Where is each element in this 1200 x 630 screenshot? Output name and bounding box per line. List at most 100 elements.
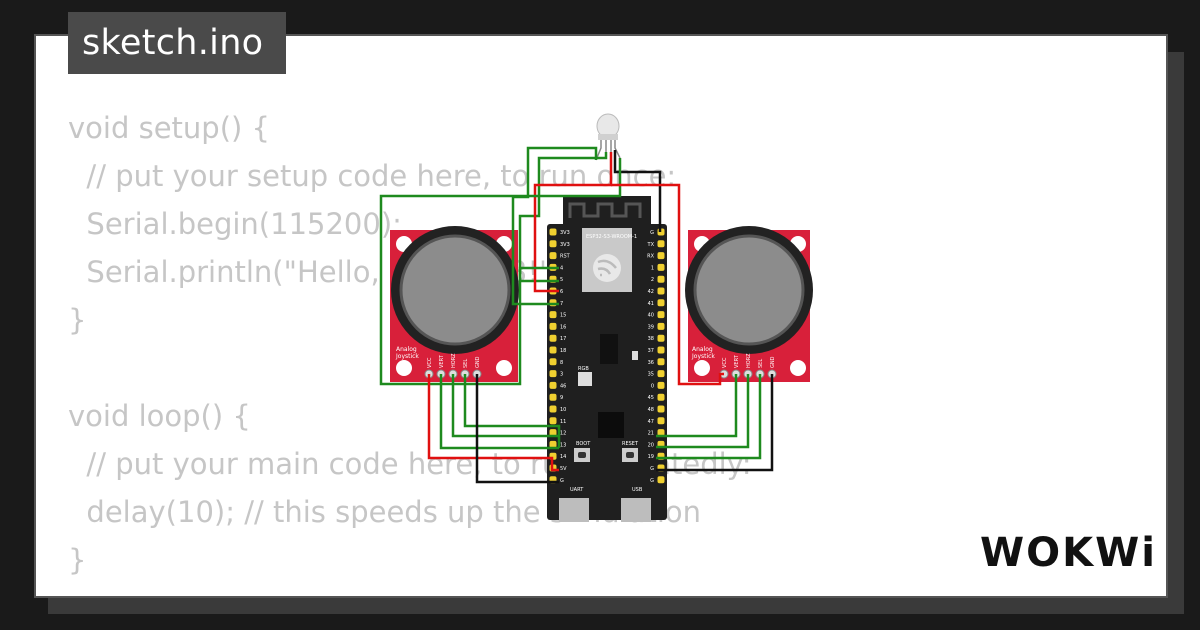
pin-label: 10: [560, 407, 566, 413]
pin-label: 47: [648, 419, 654, 425]
header-pin[interactable]: [549, 334, 557, 342]
header-pin[interactable]: [549, 440, 557, 448]
led-rim: [598, 134, 618, 140]
pin-label: VERT: [734, 354, 740, 368]
joystick-label: Analog: [692, 346, 713, 353]
header-pin[interactable]: [549, 311, 557, 319]
code-line: // put your setup code here, to run once…: [68, 159, 677, 193]
header-pin[interactable]: [657, 346, 665, 354]
wire-red: [533, 152, 613, 293]
header-pin[interactable]: [549, 252, 557, 260]
rgb-led-component[interactable]: [595, 113, 621, 161]
uart-usb-port[interactable]: [559, 498, 589, 522]
header-pin[interactable]: [657, 370, 665, 378]
pin-label: 15: [560, 313, 566, 319]
header-pin[interactable]: [549, 370, 557, 378]
header-pin[interactable]: [657, 322, 665, 330]
usb-port[interactable]: [621, 498, 651, 522]
pin-label: 1: [651, 265, 654, 271]
code-editor[interactable]: void setup() { // put your setup code he…: [68, 104, 752, 584]
wire-green: [379, 158, 622, 386]
file-tab[interactable]: sketch.ino: [68, 12, 286, 74]
header-pin[interactable]: [657, 358, 665, 366]
header-pin[interactable]: [549, 405, 557, 413]
chip: [600, 334, 618, 364]
pin-label: SEL: [758, 359, 764, 368]
boot-label: BOOT: [576, 441, 591, 447]
pin-label: 13: [560, 442, 566, 448]
header-pin[interactable]: [657, 334, 665, 342]
mount-hole: [790, 360, 806, 376]
pin-label: RST: [560, 254, 571, 260]
pin-label: 41: [648, 301, 654, 307]
pin-label: 12: [560, 431, 566, 437]
pin-label: 16: [560, 324, 566, 330]
pin-label: 37: [648, 348, 654, 354]
header-pin[interactable]: [549, 429, 557, 437]
pin-label: GND: [770, 356, 776, 368]
header-pin[interactable]: [657, 275, 665, 283]
pin-label: 17: [560, 336, 566, 342]
header-pin[interactable]: [549, 393, 557, 401]
wire-green: [656, 374, 738, 438]
header-pin[interactable]: [657, 263, 665, 271]
rgb-led: [578, 372, 592, 386]
joystick-left[interactable]: Analog Joystick VCC VERT HORZ SEL GND: [390, 226, 519, 382]
header-pin[interactable]: [657, 311, 665, 319]
uart-label: UART: [570, 487, 584, 493]
pin-label: 38: [648, 336, 654, 342]
pin-label: 36: [648, 360, 654, 366]
header-pin[interactable]: [549, 228, 557, 236]
esp32-s3-board[interactable]: ESP32-S3-WROOM-1 RGB BOOT RESET UART USB…: [547, 196, 667, 522]
reset-label: RESET: [622, 441, 639, 447]
joystick-knob[interactable]: [399, 234, 511, 346]
module-label: ESP32-S3-WROOM-1: [586, 234, 637, 240]
pin-label: 4: [560, 265, 563, 271]
pin-label: G: [650, 230, 654, 236]
pin-label: 21: [648, 431, 654, 437]
header-pin[interactable]: [657, 287, 665, 295]
pin-label: 3V3: [560, 230, 570, 236]
pin-label: G: [560, 478, 564, 484]
usb-chip: [598, 412, 624, 438]
pin-label: 2: [651, 277, 654, 283]
antenna-trace: [568, 202, 642, 218]
header-pin[interactable]: [657, 252, 665, 260]
pin-label: 3: [560, 372, 563, 378]
joystick-label: Joystick: [395, 353, 419, 360]
wire-green: [656, 374, 750, 449]
code-line: void loop() {: [68, 399, 251, 433]
header-pin[interactable]: [657, 429, 665, 437]
wire-red: [611, 183, 724, 386]
header-pin[interactable]: [657, 476, 665, 484]
pin-label: 9: [560, 395, 563, 401]
joystick-knob[interactable]: [693, 234, 805, 346]
header-pin[interactable]: [549, 417, 557, 425]
header-pin[interactable]: [549, 322, 557, 330]
header-pin[interactable]: [549, 358, 557, 366]
joystick-right[interactable]: Analog Joystick VCC VERT HORZ SEL GND: [685, 226, 813, 382]
joystick-label: Analog: [396, 346, 417, 353]
pin-label: 6: [560, 289, 563, 295]
code-line: void setup() {: [68, 111, 270, 145]
header-pin[interactable]: [657, 417, 665, 425]
code-line: Serial.begin(115200);: [68, 207, 402, 241]
wires: [379, 146, 774, 484]
pin-label: 19: [648, 454, 654, 460]
header-pin[interactable]: [549, 240, 557, 248]
header-pin[interactable]: [549, 381, 557, 389]
header-pin[interactable]: [657, 381, 665, 389]
espressif-logo-icon: [593, 254, 621, 282]
wire-black: [475, 374, 559, 484]
pin-label: TX: [647, 242, 655, 248]
header-pin[interactable]: [657, 299, 665, 307]
pin-label: G: [650, 478, 654, 484]
header-pin[interactable]: [657, 393, 665, 401]
header-pin[interactable]: [549, 346, 557, 354]
header-pin[interactable]: [657, 405, 665, 413]
pin-label: 0: [651, 383, 654, 389]
wire-green: [451, 374, 559, 438]
header-pin[interactable]: [657, 240, 665, 248]
